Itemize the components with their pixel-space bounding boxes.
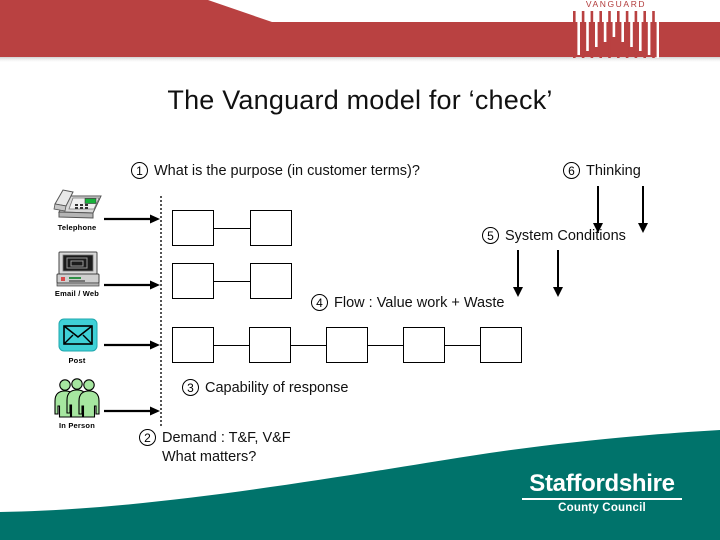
annotation-text: Thinking — [586, 163, 641, 179]
down-arrow-conditions-right — [553, 250, 563, 297]
channel-arrow-email — [104, 280, 160, 290]
flow-connector — [291, 345, 327, 346]
flow-box — [250, 263, 292, 299]
down-arrow-thinking-right — [638, 186, 648, 233]
telephone-icon — [42, 182, 112, 222]
staffordshire-logo-sub: County Council — [558, 502, 646, 514]
channel-label: In Person — [59, 421, 95, 430]
flow-box — [326, 327, 368, 363]
annotation-number: 3 — [182, 379, 199, 396]
channel-telephone: Telephone — [42, 182, 112, 232]
flow-box — [480, 327, 522, 363]
annotation-number: 5 — [482, 227, 499, 244]
annotation-3: 3 Capability of response — [182, 379, 348, 398]
channel-arrow-telephone — [104, 214, 160, 224]
flow-connector — [445, 345, 481, 346]
annotation-4: 4 Flow : Value work + Waste — [311, 294, 504, 313]
flow-box — [172, 263, 214, 299]
channel-label: Telephone — [57, 223, 97, 232]
annotation-6: 6 Thinking — [563, 162, 641, 181]
flow-box — [249, 327, 291, 363]
annotation-text-line1: Demand : T&F, V&F — [162, 430, 291, 446]
annotation-number: 1 — [131, 162, 148, 179]
flow-connector — [214, 228, 250, 229]
annotation-text: What is the purpose (in customer terms)? — [154, 163, 420, 179]
channel-arrow-in-person — [104, 406, 160, 416]
header-red-shape — [0, 0, 720, 63]
channel-email-web: Email / Web — [42, 248, 112, 298]
annotation-number: 6 — [563, 162, 580, 179]
footer-wave — [0, 430, 720, 540]
flow-box — [403, 327, 445, 363]
vanguard-bars-icon — [573, 11, 659, 58]
envelope-icon — [42, 315, 112, 355]
flow-box — [172, 210, 214, 246]
channel-label: Email / Web — [54, 289, 100, 298]
flow-box — [172, 327, 214, 363]
annotation-text: Capability of response — [205, 380, 349, 396]
channel-post: Post — [42, 315, 112, 365]
annotation-text-block: Demand : T&F, V&F What matters? — [162, 429, 291, 467]
down-arrow-conditions-left — [513, 250, 523, 297]
annotation-number: 4 — [311, 294, 328, 311]
staffordshire-logo: Staffordshire County Council — [522, 472, 682, 514]
channel-arrow-post — [104, 340, 160, 350]
system-boundary-dotted-line — [160, 196, 162, 426]
flow-box — [250, 210, 292, 246]
down-arrow-thinking-left — [593, 186, 603, 233]
header-band: VANGUARD — [0, 0, 720, 63]
annotation-text: Flow : Value work + Waste — [334, 295, 505, 311]
people-icon — [42, 378, 112, 420]
annotation-1: 1 What is the purpose (in customer terms… — [131, 162, 420, 181]
annotation-number: 2 — [139, 429, 156, 446]
flow-connector — [214, 281, 250, 282]
flow-connector — [368, 345, 404, 346]
vanguard-logo-text: VANGUARD — [585, 0, 647, 9]
channel-in-person: In Person — [42, 378, 112, 430]
computer-icon — [42, 248, 112, 288]
vanguard-logo: VANGUARD — [573, 0, 659, 58]
annotation-2: 2 Demand : T&F, V&F What matters? — [139, 429, 291, 467]
annotation-5: 5 System Conditions — [482, 227, 626, 246]
flow-connector — [214, 345, 250, 346]
slide-title: The Vanguard model for ‘check’ — [167, 85, 553, 115]
staffordshire-logo-main: Staffordshire — [522, 472, 682, 500]
annotation-text-line2: What matters? — [162, 449, 257, 466]
annotation-text: System Conditions — [505, 228, 626, 244]
channel-label: Post — [68, 356, 86, 365]
